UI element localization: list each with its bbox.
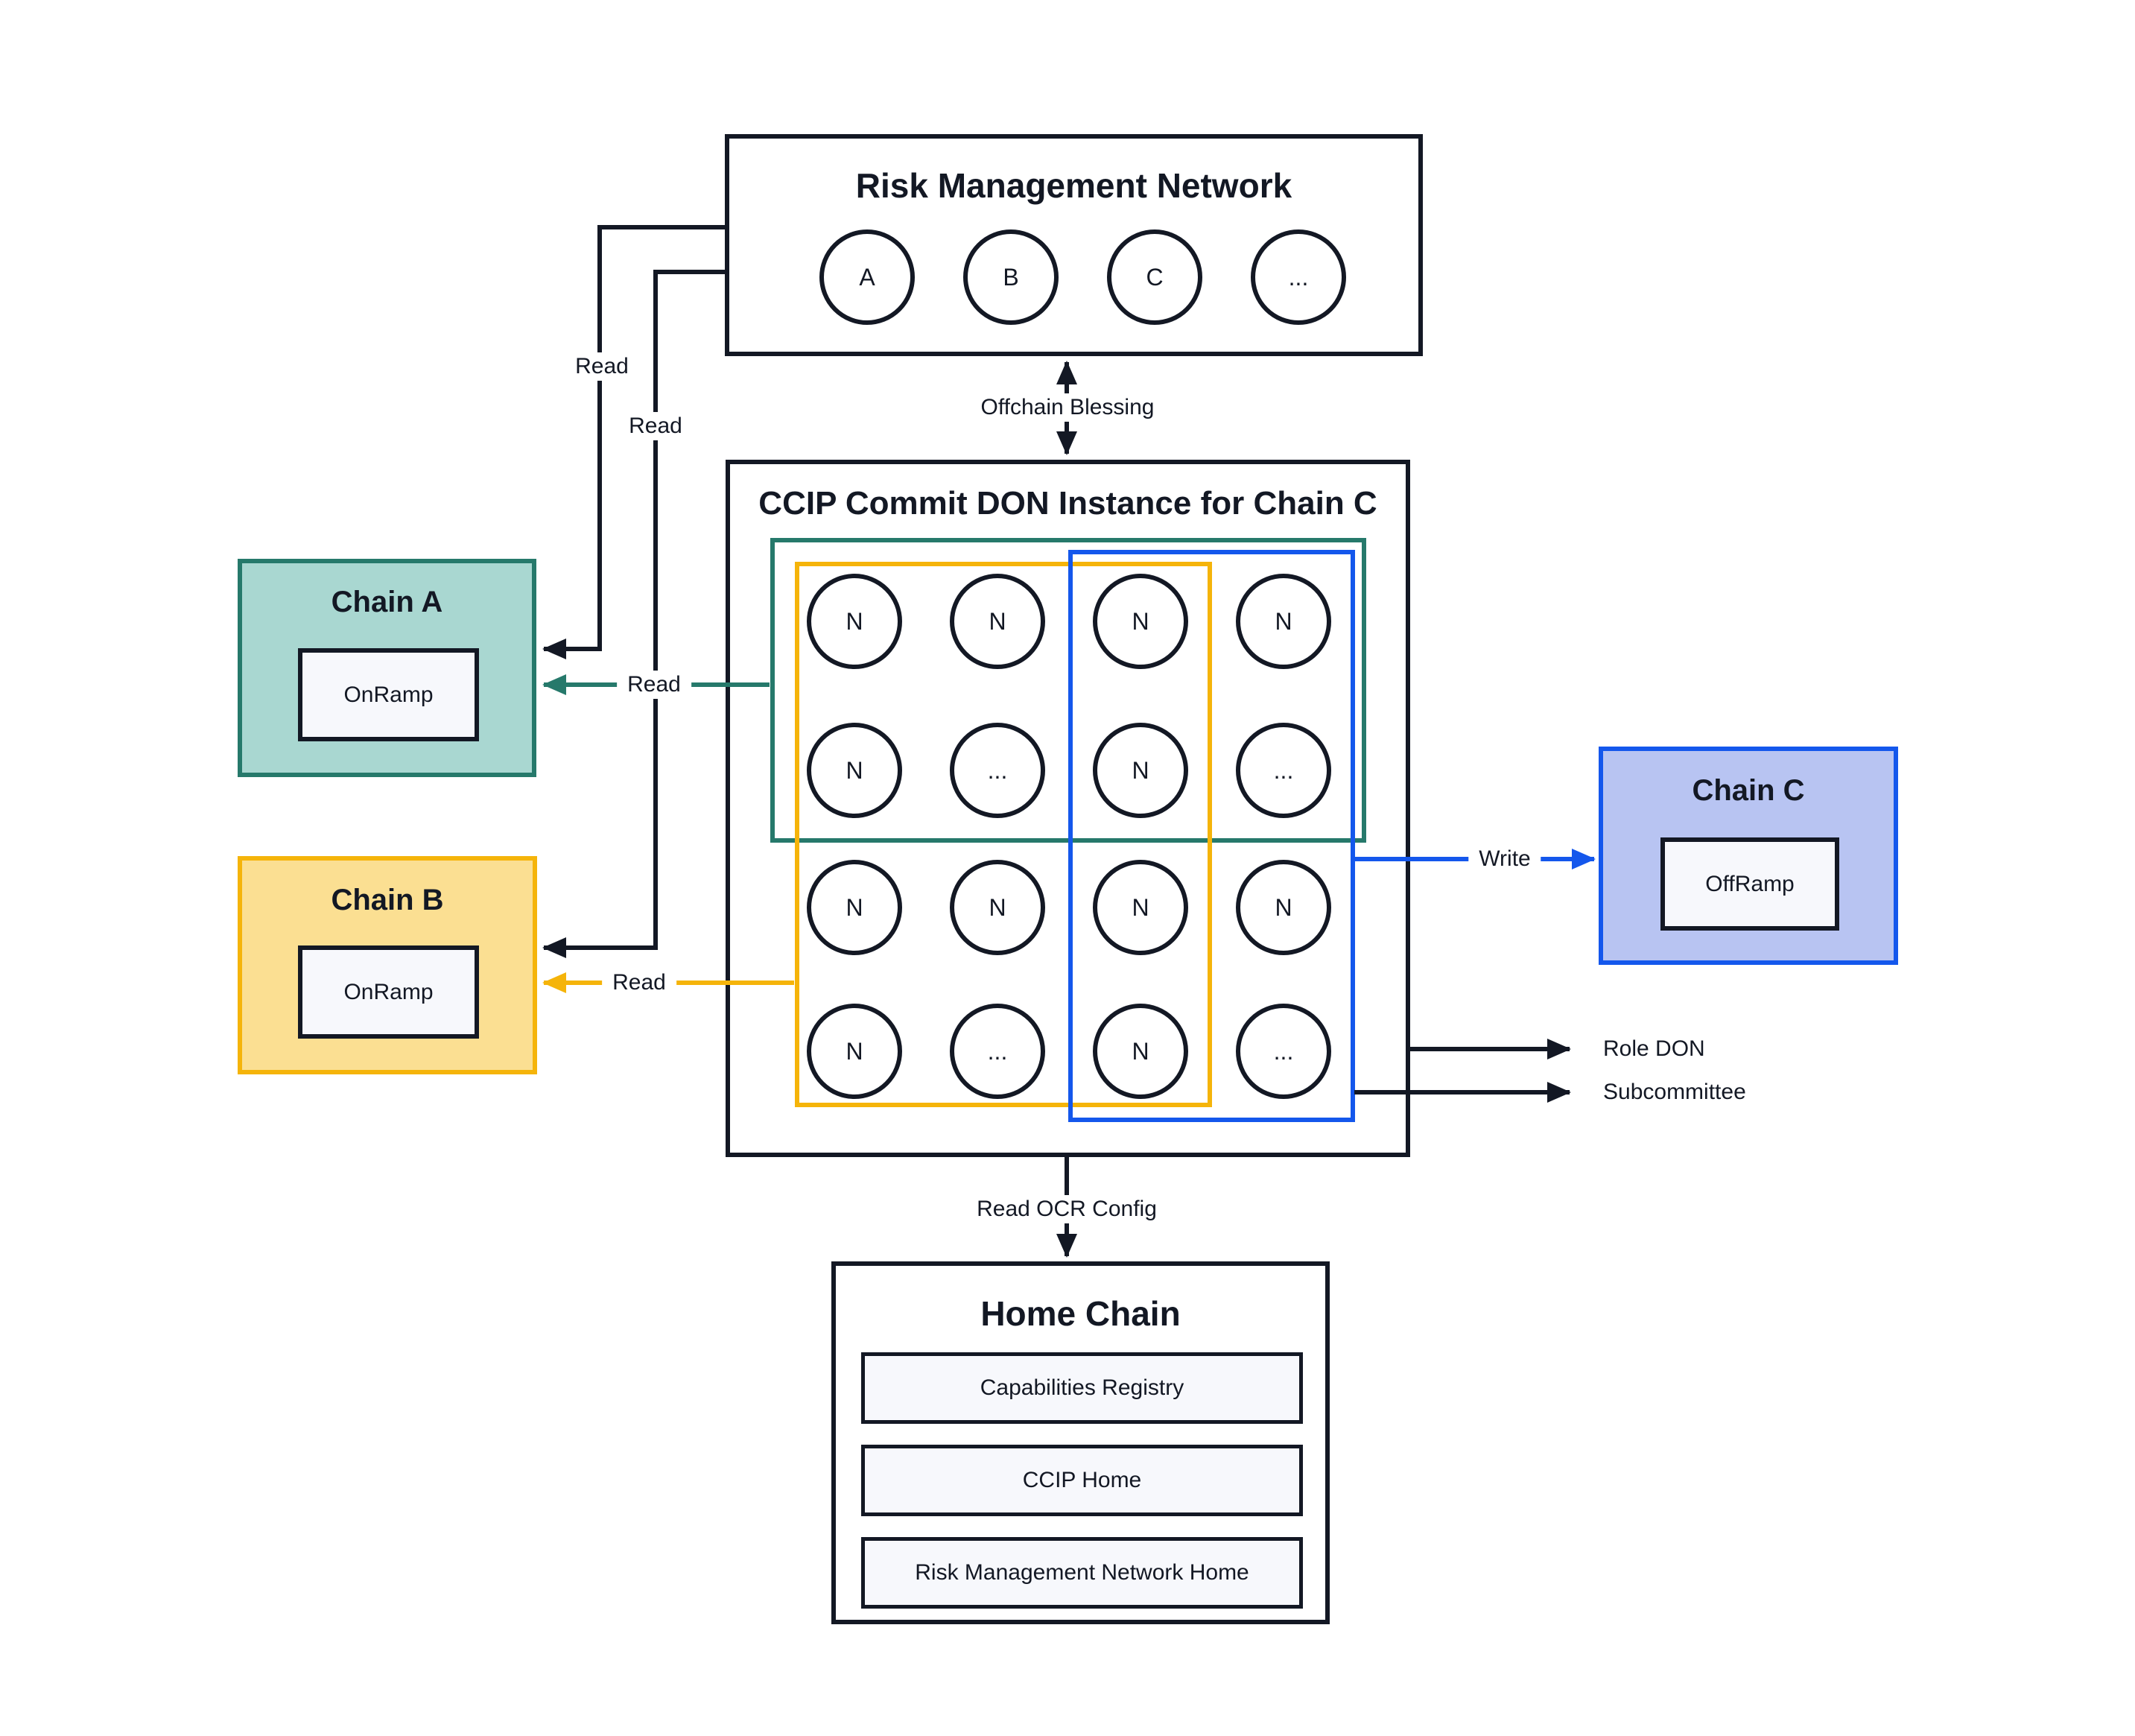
ccip-commit-don-title: CCIP Commit DON Instance for Chain C — [758, 485, 1377, 522]
ccip-home-box: CCIP Home — [861, 1445, 1303, 1516]
don-node-circle: ... — [1236, 723, 1331, 818]
don-node-circle: N — [950, 860, 1045, 955]
don-node-label: N — [846, 893, 863, 921]
don-node-label: N — [989, 893, 1006, 921]
don-node-circle: N — [1093, 723, 1188, 818]
don-node-label: N — [846, 607, 863, 635]
don-node-label: N — [1132, 893, 1149, 921]
rmn-node-circle: ... — [1251, 229, 1346, 325]
don-node-circle: ... — [950, 723, 1045, 818]
label-role-don: Role DON — [1603, 1036, 1705, 1061]
don-node-circle: N — [1236, 574, 1331, 669]
don-node-circle: N — [1093, 860, 1188, 955]
chain-a-box: Chain A OnRamp — [238, 559, 536, 777]
risk-management-network-box: Risk Management Network A B C ... — [725, 134, 1423, 356]
don-node-label: N — [1275, 607, 1292, 635]
don-node-label: N — [1132, 607, 1149, 635]
don-node-circle: N — [1093, 574, 1188, 669]
home-chain-title: Home Chain — [980, 1294, 1181, 1333]
rmn-node-label: ... — [1288, 263, 1309, 291]
don-node-circle: N — [950, 574, 1045, 669]
chain-b-box: Chain B OnRamp — [238, 856, 537, 1074]
chain-a-onramp-label: OnRamp — [343, 682, 434, 707]
label-read-ocr-config: Read OCR Config — [966, 1195, 1167, 1223]
label-read-rmn-chain-b: Read — [618, 412, 693, 440]
home-chain-box: Home Chain Capabilities Registry CCIP Ho… — [831, 1261, 1330, 1624]
don-node-label: N — [1132, 756, 1149, 784]
rmn-node-label: C — [1146, 263, 1164, 291]
ccip-commit-don-box: CCIP Commit DON Instance for Chain C N N… — [726, 460, 1410, 1157]
chain-b-onramp-box: OnRamp — [298, 945, 479, 1039]
label-read-don-chain-b: Read — [602, 969, 676, 997]
chain-c-offramp-box: OffRamp — [1660, 837, 1839, 931]
don-node-label: ... — [1273, 1037, 1294, 1065]
don-node-circle: N — [807, 574, 902, 669]
don-node-label: ... — [987, 756, 1008, 784]
ccip-home-label: CCIP Home — [1022, 1468, 1142, 1492]
rmn-node-circle: B — [963, 229, 1059, 325]
don-node-label: ... — [987, 1037, 1008, 1065]
chain-c-title: Chain C — [1692, 774, 1805, 807]
chain-c-box: Chain C OffRamp — [1599, 747, 1898, 965]
don-node-label: ... — [1273, 756, 1294, 784]
chain-a-title: Chain A — [331, 586, 443, 618]
rmn-node-label: A — [859, 263, 875, 291]
label-read-don-chain-a: Read — [617, 671, 691, 699]
chain-c-offramp-label: OffRamp — [1705, 871, 1795, 896]
rmn-node-label: B — [1003, 263, 1019, 291]
risk-management-network-title: Risk Management Network — [855, 166, 1292, 205]
label-read-rmn-chain-a: Read — [565, 352, 639, 381]
don-node-label: N — [846, 1037, 863, 1065]
rmn-node-circle: C — [1107, 229, 1202, 325]
capabilities-registry-label: Capabilities Registry — [980, 1375, 1184, 1400]
don-node-circle: N — [1236, 860, 1331, 955]
chain-a-onramp-box: OnRamp — [298, 648, 479, 741]
don-node-label: N — [989, 607, 1006, 635]
label-write: Write — [1468, 845, 1541, 873]
label-subcommittee: Subcommittee — [1603, 1080, 1746, 1104]
don-node-circle: N — [807, 723, 902, 818]
don-node-circle: ... — [1236, 1004, 1331, 1099]
capabilities-registry-box: Capabilities Registry — [861, 1352, 1303, 1424]
chain-b-subcommittee-rect — [795, 562, 1212, 1107]
don-node-label: N — [846, 756, 863, 784]
risk-management-network-home-box: Risk Management Network Home — [861, 1537, 1303, 1609]
don-node-circle: N — [807, 860, 902, 955]
don-node-label: N — [1275, 893, 1292, 921]
rmn-node-circle: A — [819, 229, 915, 325]
don-node-circle: ... — [950, 1004, 1045, 1099]
risk-management-network-home-label: Risk Management Network Home — [915, 1560, 1249, 1585]
don-node-label: N — [1132, 1037, 1149, 1065]
don-node-circle: N — [807, 1004, 902, 1099]
chain-b-title: Chain B — [331, 884, 444, 916]
chain-c-subcommittee-rect — [1068, 550, 1355, 1122]
label-offchain-blessing: Offchain Blessing — [970, 393, 1165, 422]
don-node-circle: N — [1093, 1004, 1188, 1099]
chain-b-onramp-label: OnRamp — [343, 979, 434, 1004]
